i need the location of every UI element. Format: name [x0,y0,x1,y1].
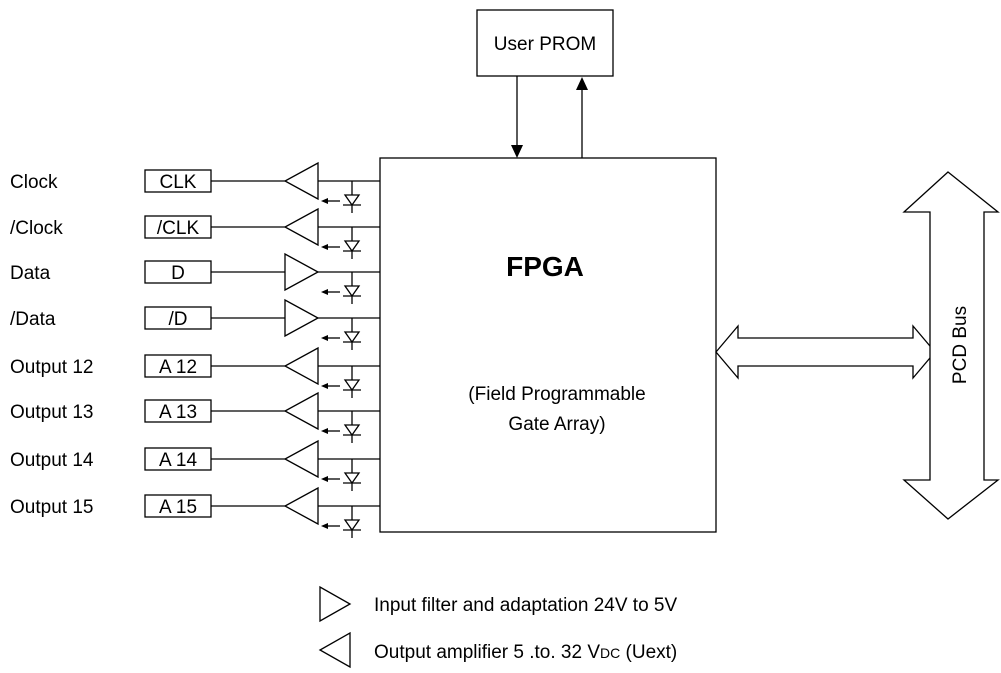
protection-diode-icon [343,379,361,398]
legend-output-text: Output amplifier 5 .to. 32 VDC (Uext) [374,642,677,663]
signal-name: Clock [10,172,58,193]
pcd-bus: PCD Bus [902,171,1000,520]
signal-row: Output 13 A 13 [10,391,380,443]
signal-row: Output 12 A 12 [10,346,380,398]
small-arrow-left-icon [321,523,328,529]
protection-diode-icon [343,285,361,304]
fpga-bus-arrow [715,324,936,380]
legend-output-item: Output amplifier 5 .to. 32 VDC (Uext) [318,631,677,669]
pin-label: D [171,263,185,284]
arrow-down-icon [511,145,523,158]
pin-label: /CLK [157,218,200,239]
small-arrow-left-icon [321,289,328,295]
user-prom-label: User PROM [494,34,596,55]
output-buffer-icon [283,439,319,479]
output-buffer-icon [283,486,319,526]
input-buffer-icon [284,298,320,338]
fpga-subtitle-line1: (Field Programmable [468,384,645,405]
signal-row: Data D [10,252,380,304]
small-arrow-left-icon [321,244,328,250]
protection-diode-icon [343,194,361,213]
input-buffer-icon [284,252,320,292]
small-arrow-left-icon [321,335,328,341]
legend-output-text-main: Output amplifier 5 .to. 32 V [374,642,600,663]
legend-input-item: Input filter and adaptation 24V to 5V [319,585,677,623]
input-filter-triangle-icon [319,585,352,623]
output-amplifier-triangle-icon [318,631,351,669]
signal-name: Output 12 [10,357,93,378]
small-arrow-left-icon [321,428,328,434]
signal-name: Data [10,263,51,284]
signal-row: Output 15 A 15 [10,486,380,538]
small-arrow-left-icon [321,476,328,482]
legend: Input filter and adaptation 24V to 5V Ou… [318,585,677,669]
legend-output-text-dc: DC [600,645,620,661]
signal-name: Output 15 [10,497,93,518]
arrow-up-icon [576,77,588,90]
protection-diode-icon [343,519,361,538]
signal-row: /Data/D [10,298,380,350]
signal-row: /Clock/CLK [10,207,380,259]
fpga-title: FPGA [506,251,584,282]
protection-diode-icon [343,424,361,443]
output-buffer-icon [283,207,319,247]
pin-label: A 15 [159,497,197,518]
pin-label: A 13 [159,402,197,423]
signal-name: Output 14 [10,450,94,471]
fpga-subtitle-line2: Gate Array) [508,414,605,435]
protection-diode-icon [343,240,361,259]
user-prom-block: User PROM [476,9,614,77]
signal-name: Output 13 [10,402,93,423]
pin-label: CLK [160,172,197,193]
output-buffer-icon [283,391,319,431]
legend-input-text: Input filter and adaptation 24V to 5V [374,595,677,616]
fpga-block: FPGA (Field Programmable Gate Array) [379,157,717,533]
protection-diode-icon [343,472,361,491]
pin-label: A 14 [159,450,197,471]
pin-label: /D [169,309,188,330]
prom-fpga-arrows [511,76,588,158]
signal-rows: Clock CLK/Clock/CLK Data D/Data/D Output 12 A… [10,161,380,538]
small-arrow-left-icon [321,383,328,389]
signal-name: /Clock [10,218,63,239]
pin-label: A 12 [159,357,197,378]
small-arrow-left-icon [321,198,328,204]
protection-diode-icon [343,331,361,350]
pcd-bus-label: PCD Bus [950,306,971,384]
signal-row: Clock CLK [10,161,380,213]
legend-output-text-end: (Uext) [620,642,677,663]
output-buffer-icon [283,161,319,201]
output-buffer-icon [283,346,319,386]
signal-name: /Data [10,309,56,330]
signal-row: Output 14 A 14 [10,439,380,491]
